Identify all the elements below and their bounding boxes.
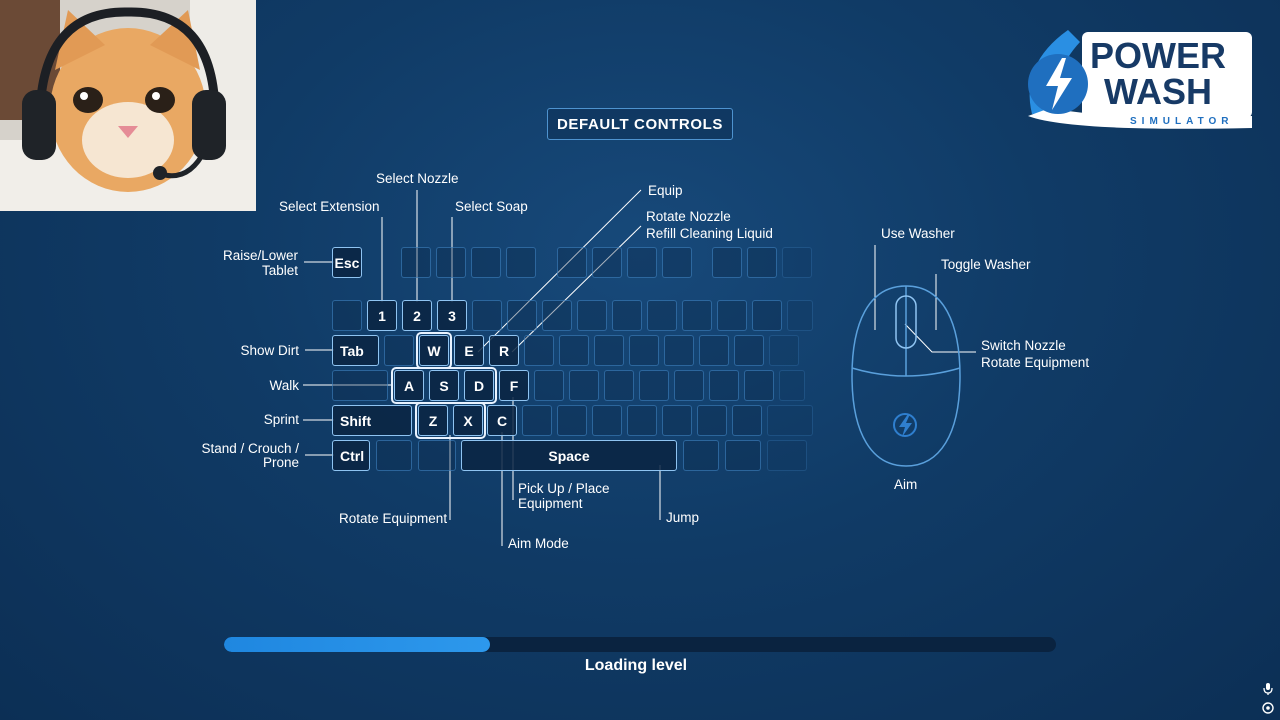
label-aim-mode: Aim Mode xyxy=(508,536,569,551)
loading-progress-bar xyxy=(224,637,1056,652)
label-select-soap: Select Soap xyxy=(455,199,528,214)
label-show-dirt: Show Dirt xyxy=(240,343,299,358)
label-use-washer: Use Washer xyxy=(881,226,955,241)
label-rotate-nozzle: Rotate Nozzle xyxy=(646,209,731,224)
lightning-bolt-icon xyxy=(893,413,917,437)
label-pick-up-equipment: Equipment xyxy=(518,496,583,511)
label-jump: Jump xyxy=(666,510,700,525)
settings-icon[interactable] xyxy=(1261,701,1275,715)
page-title: DEFAULT CONTROLS xyxy=(547,108,733,140)
label-walk: Walk xyxy=(269,378,300,393)
label-rotate-equipment: Rotate Equipment xyxy=(339,511,448,526)
powerwash-logo: POWER WASH SIMULATOR xyxy=(1020,24,1256,136)
label-mouse-rotate-equipment: Rotate Equipment xyxy=(981,355,1090,370)
label-stand-crouch: Stand / Crouch / xyxy=(201,441,299,456)
loading-status-text: Loading level xyxy=(584,657,688,674)
label-aim: Aim xyxy=(894,477,918,492)
label-toggle-washer: Toggle Washer xyxy=(941,257,1031,272)
microphone-icon[interactable] xyxy=(1261,682,1275,696)
webcam-overlay xyxy=(0,0,256,211)
label-equip: Equip xyxy=(648,183,683,198)
logo-text-power: POWER xyxy=(1090,35,1226,76)
loading-progress-fill xyxy=(224,637,491,652)
label-prone: Prone xyxy=(262,455,299,470)
mouse-diagram xyxy=(851,285,961,467)
logo-text-wash: WASH xyxy=(1104,71,1212,112)
label-pick-up-place: Pick Up / Place xyxy=(518,481,610,496)
logo-text-simulator: SIMULATOR xyxy=(1130,116,1234,127)
label-sprint: Sprint xyxy=(263,412,299,427)
label-raise-lower-tablet: Tablet xyxy=(261,263,298,278)
label-raise-lower: Raise/Lower xyxy=(222,248,298,263)
label-switch-nozzle: Switch Nozzle xyxy=(981,338,1066,353)
label-select-nozzle: Select Nozzle xyxy=(376,171,459,186)
label-select-extension: Select Extension xyxy=(279,199,380,214)
lightning-bolt-icon xyxy=(1028,54,1088,114)
label-refill: Refill Cleaning Liquid xyxy=(646,226,773,241)
